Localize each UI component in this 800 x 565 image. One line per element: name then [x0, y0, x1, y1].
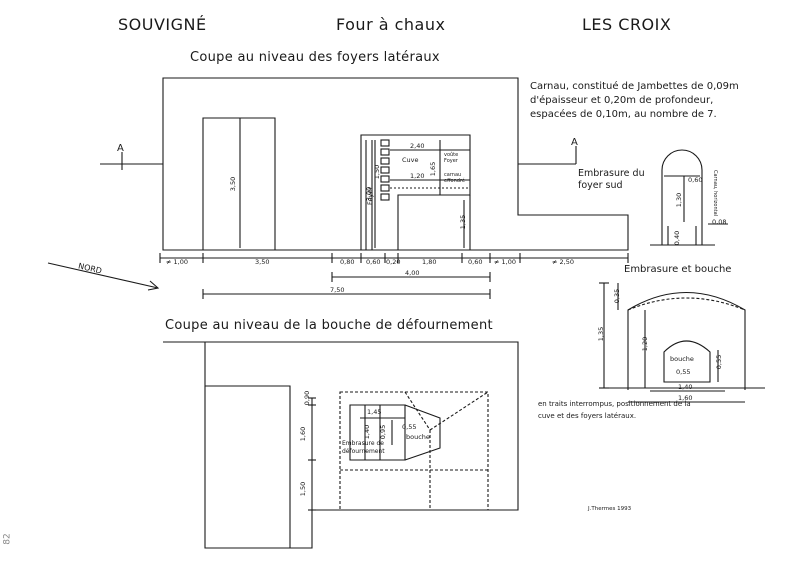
dim-b-6: 0,60	[468, 258, 483, 266]
label-bouche-bottom: bouche	[406, 433, 430, 441]
section-marker-right: A	[571, 137, 578, 148]
header-place: SOUVIGNÉ	[118, 15, 207, 34]
label-cuve: Cuve	[402, 156, 419, 164]
dim-v-135: 1,35	[459, 214, 468, 230]
emb-sud-dim-130: 1,30	[675, 192, 684, 208]
top-section-outline	[162, 77, 629, 251]
dim-v-300: 3,00	[365, 186, 374, 202]
dim-120: 1,20	[410, 172, 425, 180]
dim-b-4: 0,20	[386, 258, 401, 266]
eb-dim-035: 0,35	[613, 288, 622, 304]
embrasure-bouche-arch	[627, 291, 746, 390]
embrasure-sud-title: Embrasure du foyer sud	[578, 168, 645, 191]
bs-dim-140: 1,40	[363, 424, 372, 440]
dim-v-165: 1,65	[429, 161, 438, 177]
dim-b-2: 0,80	[340, 258, 355, 266]
label-voute-foyer: voûte Foyer	[444, 152, 459, 164]
bottom-section-outline	[163, 341, 519, 549]
eb-dim-160: 1,60	[678, 394, 693, 402]
eb-dim-055-a: 0,55	[676, 368, 691, 376]
dim-total-750: 7,50	[330, 286, 345, 294]
bouche-opening	[663, 340, 711, 383]
bs-dim-090: 0,90	[303, 390, 312, 406]
header-object: Four à chaux	[336, 15, 446, 34]
bs-dim-055: 0,55	[402, 423, 417, 431]
label-embrasure-defournement: Embrasure de défournement	[342, 440, 385, 455]
dim-b-1: 3,50	[255, 258, 270, 266]
eb-dim-120: 1,20	[641, 336, 650, 352]
dim-b-5: 1,80	[422, 258, 437, 266]
dim-b-3: 0,60	[366, 258, 381, 266]
dim-b-8: ≠ 2,50	[552, 258, 574, 266]
page-mark: 82	[2, 533, 13, 545]
emb-sud-dim-008: 0,08	[712, 218, 727, 226]
carnau-note: Carnau, constitué de Jambettes de 0,09m …	[530, 81, 739, 120]
dim-v-350: 3,50	[229, 176, 238, 192]
dim-v-150: 1,50	[373, 164, 382, 180]
header-locality: LES CROIX	[582, 15, 672, 34]
embrasure-bouche-title: Embrasure et bouche	[624, 264, 732, 275]
bs-dim-095: 0,95	[379, 424, 388, 440]
bs-dim-145: 1,45	[367, 408, 382, 416]
eb-dim-140: 1,40	[678, 383, 693, 391]
left-chamber	[202, 117, 276, 250]
dim-b-7: ≠ 1,00	[494, 258, 516, 266]
dim-b-0: ≠ 1,00	[166, 258, 188, 266]
bottom-note: en traits interrompus, positionnement de…	[538, 400, 691, 420]
signature: J.Thermes 1993	[588, 506, 632, 512]
eb-dim-135: 1,35	[597, 326, 606, 342]
label-carnau-effondre: carnau effondré	[444, 172, 465, 184]
embrasure-sud-arch	[661, 149, 703, 245]
cuve-dashed	[339, 391, 489, 511]
dim-240: 2,40	[410, 142, 425, 150]
kiln-body	[360, 134, 471, 250]
bs-dim-150: 1,50	[299, 481, 308, 497]
bouche-label: bouche	[670, 355, 694, 363]
bottom-section-title: Coupe au niveau de la bouche de défourne…	[165, 318, 493, 333]
eb-dim-055-b: 0,55	[715, 354, 724, 370]
bs-dim-160: 1,60	[299, 426, 308, 442]
emb-sud-side-label: Carnau, horizontal	[712, 170, 718, 217]
emb-sud-dim-060: 0,60	[688, 176, 703, 184]
emb-sud-dim-040: 0,40	[673, 230, 682, 246]
dim-total-400: 4,00	[405, 269, 420, 277]
top-section-title: Coupe au niveau des foyers latéraux	[190, 50, 440, 65]
section-marker-left: A	[117, 143, 124, 154]
